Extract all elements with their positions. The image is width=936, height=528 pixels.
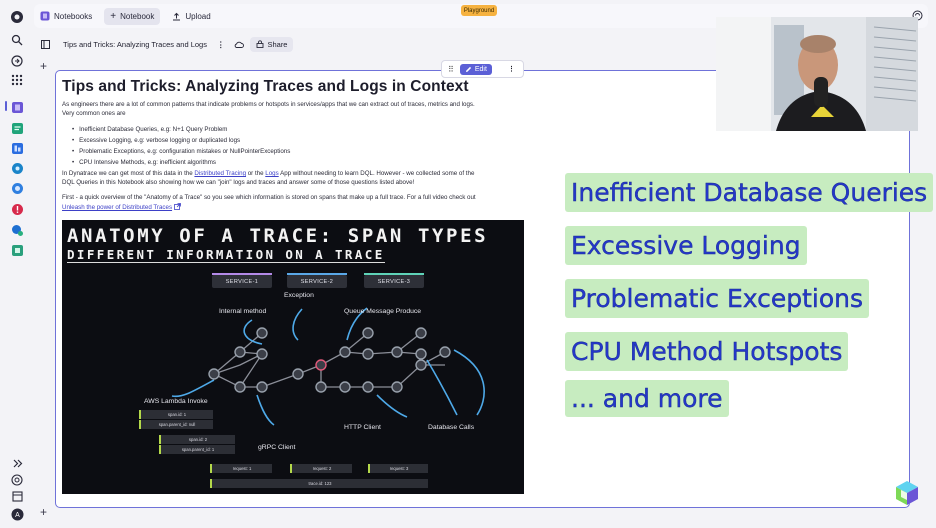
trace-id-chip: trace.id: 123 <box>210 479 428 488</box>
dashboard-icon[interactable] <box>9 140 25 156</box>
overview-paragraph: First - a quick overview of the "Anatomy… <box>62 194 522 213</box>
share-label: Share <box>267 39 288 49</box>
pencil-icon <box>465 66 471 72</box>
section-toolbar: ⠿ Edit ⋮ <box>441 60 524 78</box>
service-3-box: SERVICE-3 <box>364 273 424 288</box>
alert-icon[interactable] <box>9 201 25 217</box>
intro-line-1: As engineers there are a lot of common p… <box>62 101 475 108</box>
span-2-id-chip: span.id: 2 <box>159 435 235 444</box>
list-item: Problematic Exceptions, e.g: configurati… <box>72 146 290 157</box>
expand-icon[interactable] <box>9 455 25 471</box>
presenter-video <box>716 17 918 131</box>
highlight-and-more: ... and more <box>565 380 729 417</box>
new-notebook-label: Notebook <box>120 11 155 21</box>
notebooks-label: Notebooks <box>54 11 93 21</box>
grid-icon[interactable] <box>9 72 25 88</box>
text: DQL Queries in this Notebook also showin… <box>62 178 415 186</box>
upload-icon <box>173 12 181 20</box>
dynatrace-logo-icon[interactable] <box>9 9 25 25</box>
document-heading: Tips and Tricks: Analyzing Traces and Lo… <box>62 78 469 95</box>
span-2-parent-chip: span.parent_id: 1 <box>159 445 235 454</box>
window-icon[interactable] <box>9 488 25 504</box>
playground-badge: Playground <box>461 5 497 16</box>
upload-label: Upload <box>185 11 211 21</box>
plus-icon: + <box>110 10 117 22</box>
edit-label: Edit <box>474 65 487 73</box>
dynatrace-paragraph: In Dynatrace we can get most of this dat… <box>62 170 522 188</box>
http-label: HTTP Client <box>344 424 381 431</box>
text: App without needing to learn DQL. Howeve… <box>278 170 475 177</box>
span-1-parent-chip: span.parent_id: null <box>139 420 213 429</box>
edit-button[interactable]: Edit <box>459 63 492 75</box>
search-icon[interactable] <box>9 32 25 48</box>
globe-icon[interactable] <box>9 222 25 238</box>
add-section-bottom-button[interactable]: + <box>40 505 48 519</box>
highlight-problematic-exceptions: Problematic Exceptions <box>565 279 870 318</box>
left-navigation-rail: A <box>0 0 34 528</box>
request-1-chip: request: 1 <box>210 464 272 473</box>
video-link[interactable]: Unleash the power of Distributed Traces <box>62 203 173 211</box>
list-item: Inefficient Database Queries, e.g: N+1 Q… <box>72 124 290 135</box>
db-label: Database Calls <box>428 424 475 431</box>
text: or the <box>246 170 266 177</box>
highlight-cpu-hotspots: CPU Method Hotspots <box>565 332 849 371</box>
notebooks-app-icon[interactable] <box>9 99 25 115</box>
queue-label: Queue Message Produce <box>344 308 422 315</box>
distributed-tracing-link[interactable]: Distributed Tracing <box>194 170 247 177</box>
add-section-top-button[interactable]: + <box>40 59 48 73</box>
notebook-header-bar: Tips and Tricks: Analyzing Traces and Lo… <box>34 34 354 54</box>
sidebar-toggle-icon[interactable] <box>41 39 50 49</box>
extensions-icon[interactable] <box>9 242 25 258</box>
text: In Dynatrace we can get most of this dat… <box>62 170 195 177</box>
request-2-chip: request: 2 <box>290 464 352 473</box>
service-1-box: SERVICE-1 <box>212 273 272 288</box>
trace-image-title: ANATOMY OF A TRACE: SPAN TYPES <box>67 225 489 247</box>
dynatrace-cube-logo-icon <box>892 478 922 508</box>
section-more-icon[interactable]: ⋮ <box>508 66 515 73</box>
grpc-label: gRPC Client <box>258 444 296 451</box>
text: First - a quick overview of the "Anatomy… <box>62 194 476 201</box>
apps-icon[interactable] <box>9 53 25 69</box>
notebooks-nav-button[interactable]: Notebooks <box>34 8 98 24</box>
cloud-sync-icon <box>235 41 245 48</box>
upload-button[interactable]: Upload <box>166 9 216 24</box>
external-link-icon[interactable] <box>173 202 181 210</box>
more-options-icon[interactable]: ⋮ <box>216 39 225 49</box>
logs-link[interactable]: Logs <box>265 170 279 177</box>
trace-image-subtitle: DIFFERENT INFORMATION ON A TRACE <box>67 247 385 263</box>
user-avatar-icon[interactable]: A <box>9 506 25 522</box>
intro-paragraph: As engineers there are a lot of common p… <box>62 101 522 119</box>
list-item: CPU Intensive Methods, e.g: inefficient … <box>72 157 290 168</box>
notebooks-icon <box>40 11 50 21</box>
list-item: Excessive Logging, e.g: verbose logging … <box>72 135 290 146</box>
span-1-id-chip: span.id: 1 <box>139 410 213 419</box>
share-button[interactable]: Share <box>250 36 294 52</box>
highlight-inefficient-db: Inefficient Database Queries <box>565 173 934 212</box>
svg-text:A: A <box>15 512 20 519</box>
settings-icon[interactable] <box>9 160 25 176</box>
active-app-indicator <box>5 101 7 111</box>
drag-handle-icon[interactable]: ⠿ <box>448 64 454 74</box>
trace-graph <box>171 307 485 426</box>
service-2-box: SERVICE-2 <box>287 273 347 288</box>
clock-icon[interactable] <box>9 180 25 196</box>
highlight-excessive-logging: Excessive Logging <box>565 226 807 265</box>
notebook-title[interactable]: Tips and Tricks: Analyzing Traces and Lo… <box>63 39 207 49</box>
internal-method-label: Internal method <box>219 308 267 315</box>
lock-icon <box>257 40 264 48</box>
exception-label: Exception <box>284 292 314 299</box>
problem-list: Inefficient Database Queries, e.g: N+1 Q… <box>72 124 290 168</box>
logs-app-icon[interactable] <box>9 120 25 136</box>
intro-line-2: Very common ones are <box>62 109 126 117</box>
help-icon[interactable] <box>9 472 25 488</box>
new-notebook-button[interactable]: + Notebook <box>104 7 161 25</box>
request-3-chip: request: 3 <box>368 464 428 473</box>
anatomy-of-trace-image: ANATOMY OF A TRACE: SPAN TYPES DIFFERENT… <box>62 220 524 494</box>
lambda-label: AWS Lambda Invoke <box>144 398 208 405</box>
